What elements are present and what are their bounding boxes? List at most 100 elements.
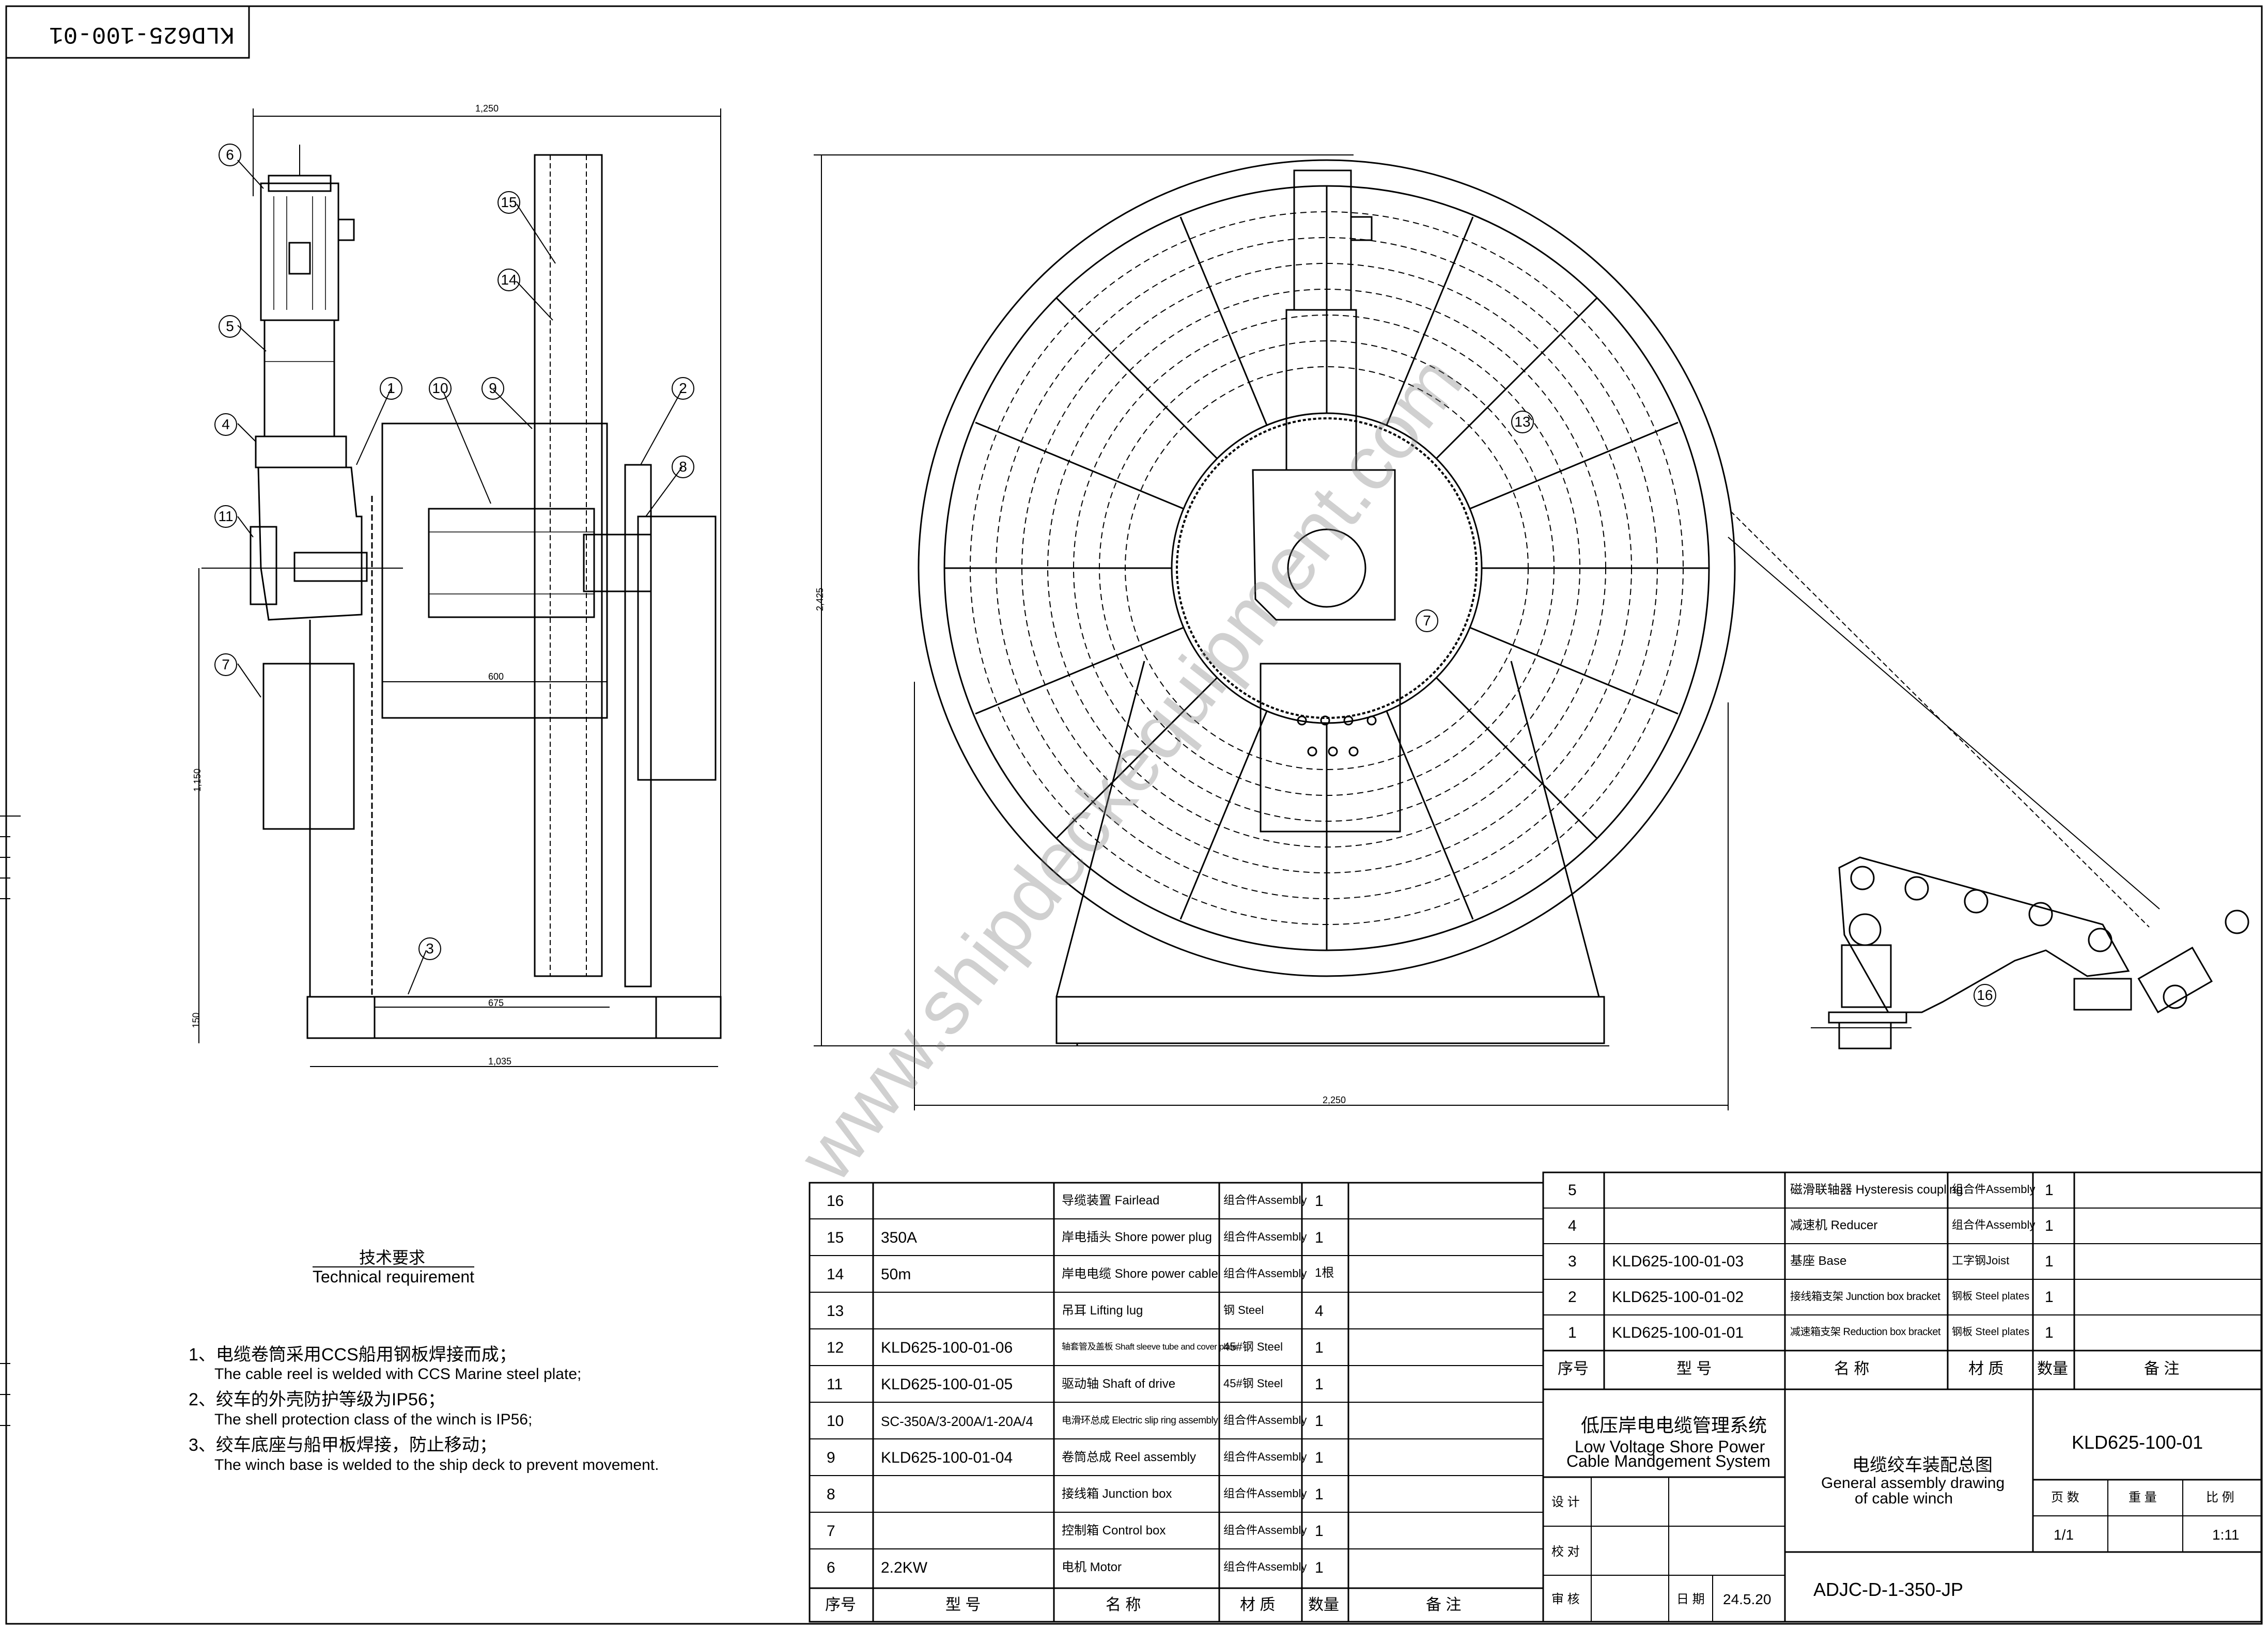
cell-material: 组合件Assembly — [1223, 1560, 1307, 1573]
balloon: 16 — [1974, 984, 1996, 1007]
cell-model: KLD625-100-01-03 — [1612, 1253, 1744, 1270]
header-name: 名 称 — [1106, 1596, 1141, 1613]
cell-name: 磁滑联轴器 Hysteresis coupling — [1790, 1183, 1963, 1197]
cell-no: 12 — [827, 1339, 844, 1356]
balloon: 15 — [498, 191, 520, 214]
cell-qty: 1 — [1315, 1229, 1324, 1246]
cell-no: 16 — [827, 1193, 844, 1210]
cell-no: 5 — [1568, 1182, 1577, 1199]
cell-model: 50m — [881, 1266, 911, 1283]
balloon: 1 — [380, 377, 402, 400]
cell-qty: 1 — [1315, 1193, 1324, 1210]
cell-material: 钢 Steel — [1223, 1304, 1264, 1316]
cell-no: 14 — [827, 1266, 844, 1283]
drawing-title-en-2: of cable winch — [1855, 1490, 1953, 1507]
balloon: 6 — [219, 144, 241, 166]
cell-qty: 1 — [2045, 1217, 2054, 1234]
cell-no: 7 — [827, 1523, 835, 1540]
cell-qty: 1 — [2045, 1289, 2054, 1306]
cell-qty: 4 — [1315, 1303, 1324, 1320]
cell-model: KLD625-100-01-06 — [881, 1339, 1013, 1356]
cell-no: 9 — [827, 1449, 835, 1466]
cell-name: 控制箱 Control box — [1062, 1524, 1166, 1538]
cell-material: 钢板 Steel plates — [1952, 1326, 2030, 1338]
cell-name: 岸电电缆 Shore power cable — [1062, 1267, 1218, 1281]
tech-item-2-cn: 2、绞车的外壳防护等级为IP56； — [189, 1390, 445, 1409]
tech-item-2-en: The shell protection class of the winch … — [214, 1411, 533, 1428]
dim-side-mid: 600 — [488, 671, 504, 682]
header-qty: 数量 — [1308, 1596, 1339, 1613]
cell-name: 减速机 Reducer — [1790, 1218, 1878, 1232]
fairlead-view — [1811, 856, 2249, 1049]
dim-side-base-h: 150 — [191, 1012, 201, 1028]
label-weight: 重 量 — [2129, 1491, 2157, 1504]
cell-name: 电机 Motor — [1062, 1560, 1122, 1574]
header-name: 名 称 — [1834, 1360, 1870, 1377]
cell-qty: 1 — [1315, 1486, 1324, 1503]
header-model: 型 号 — [1676, 1360, 1712, 1377]
cell-model: SC-350A/3-200A/1-20A/4 — [881, 1414, 1033, 1429]
cell-material: 组合件Assembly — [1223, 1450, 1307, 1463]
tech-item-3-en: The winch base is welded to the ship dec… — [214, 1456, 659, 1474]
label-check: 校 对 — [1551, 1545, 1580, 1559]
cell-no: 1 — [1568, 1324, 1577, 1341]
bom-right-grid — [1542, 1171, 2262, 1623]
tech-item-1-cn: 1、电缆卷筒采用CCS船用钢板焊接而成； — [189, 1345, 517, 1365]
date-value: 24.5.20 — [1723, 1591, 1772, 1607]
header-qty: 数量 — [2037, 1360, 2068, 1377]
balloon: 10 — [429, 377, 452, 400]
cell-model: KLD625-100-01-01 — [1612, 1324, 1744, 1341]
label-design: 设 计 — [1551, 1495, 1580, 1509]
header-no: 序号 — [825, 1596, 856, 1613]
cell-material: 组合件Assembly — [1223, 1524, 1307, 1537]
system-title-en-1: Low Voltage Shore Power — [1575, 1437, 1765, 1456]
cell-no: 13 — [827, 1303, 844, 1320]
document-code: ADJC-D-1-350-JP — [1813, 1579, 1964, 1600]
cell-qty: 1根 — [1315, 1266, 1334, 1280]
tech-item-1-en: The cable reel is welded with CCS Marine… — [214, 1366, 582, 1383]
balloon: 2 — [672, 377, 694, 400]
pages-value: 1/1 — [2054, 1527, 2074, 1543]
balloon: 4 — [214, 413, 237, 436]
cell-qty: 1 — [2045, 1324, 2054, 1341]
header-note: 备 注 — [1426, 1596, 1462, 1613]
cell-name: 卷筒总成 Reel assembly — [1062, 1450, 1197, 1464]
cell-material: 组合件Assembly — [1223, 1487, 1307, 1500]
cell-model: KLD625-100-01-02 — [1612, 1289, 1744, 1306]
system-title-cn: 低压岸电电缆管理系统 — [1581, 1415, 1767, 1436]
cell-model: KLD625-100-01-04 — [881, 1449, 1013, 1466]
label-pages: 页 数 — [2051, 1491, 2079, 1504]
cell-qty: 1 — [2045, 1182, 2054, 1199]
header-model: 型 号 — [945, 1596, 981, 1613]
dim-side-inner: 675 — [488, 998, 504, 1008]
cell-no: 4 — [1568, 1217, 1577, 1234]
dim-side-width: 1,250 — [475, 103, 499, 114]
cell-qty: 1 — [1315, 1413, 1324, 1430]
header-no: 序号 — [1558, 1360, 1589, 1377]
cell-no: 10 — [827, 1413, 844, 1430]
cell-material: 45#钢 Steel — [1223, 1377, 1283, 1390]
cell-qty: 1 — [1315, 1559, 1324, 1576]
cell-material: 组合件Assembly — [1223, 1230, 1307, 1243]
balloon: 3 — [418, 937, 441, 960]
cell-qty: 1 — [2045, 1253, 2054, 1270]
cell-material: 组合件Assembly — [1223, 1414, 1307, 1427]
cell-name: 驱动轴 Shaft of drive — [1062, 1377, 1176, 1391]
margin-ticks — [0, 816, 21, 1426]
header-material: 材 质 — [1968, 1360, 2004, 1377]
drawing-title-cn: 电缆绞车装配总图 — [1852, 1455, 1993, 1475]
cell-name: 导缆装置 Fairlead — [1062, 1194, 1160, 1208]
tech-item-3-cn: 3、绞车底座与船甲板焊接，防止移动； — [189, 1435, 497, 1455]
front-view — [814, 154, 2160, 1110]
cell-name: 轴套管及盖板 Shaft sleeve tube and cover plate — [1062, 1342, 1237, 1352]
dim-front-width: 2,250 — [1323, 1095, 1346, 1105]
drawing-number-rotated: KLD625-100-01 — [49, 21, 235, 48]
bom-left-grid — [809, 1182, 1544, 1623]
cell-name: 电滑环总成 Electric slip ring assembly — [1062, 1415, 1218, 1426]
balloon: 7 — [1416, 609, 1438, 632]
cell-no: 2 — [1568, 1289, 1577, 1306]
cell-no: 15 — [827, 1229, 844, 1246]
scale-value: 1:11 — [2212, 1527, 2240, 1543]
cell-qty: 1 — [1315, 1449, 1324, 1466]
